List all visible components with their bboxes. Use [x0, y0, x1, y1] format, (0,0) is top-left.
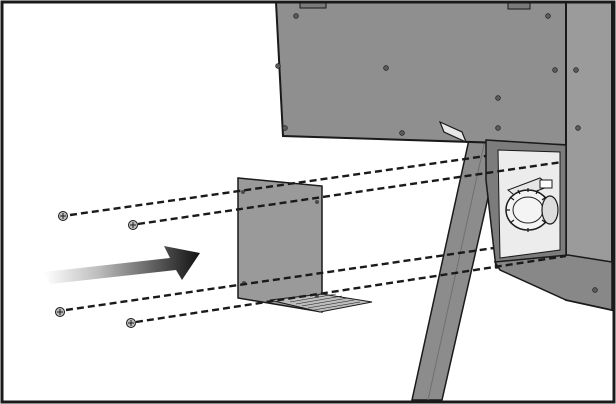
install-direction-arrow	[44, 246, 200, 284]
screw-icon	[128, 220, 138, 230]
guide-line-1	[69, 154, 487, 217]
screws	[55, 211, 138, 328]
screw-icon	[126, 318, 136, 328]
screw-icon	[58, 211, 68, 221]
bracket-panel	[237, 177, 373, 313]
guide-line-2	[137, 160, 563, 226]
screw-icon	[55, 307, 65, 317]
guide-line-4	[135, 254, 567, 324]
guide-line-3	[65, 246, 495, 312]
dashed-guides	[65, 154, 567, 324]
cabinet	[274, 0, 613, 312]
gear-knob-icon	[505, 177, 559, 232]
